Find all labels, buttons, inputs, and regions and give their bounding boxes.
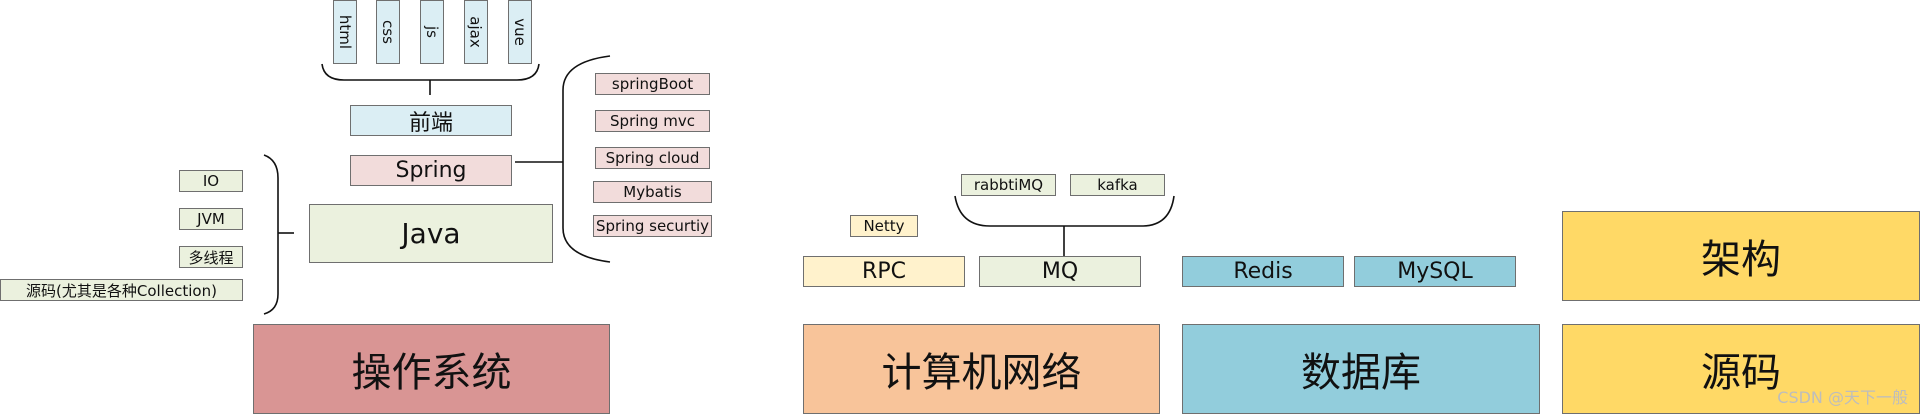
spring-brace [562, 55, 611, 263]
java-item-jvm: JVM [179, 208, 243, 230]
database-box: 数据库 [1182, 324, 1540, 414]
spring-item-spring-security: Spring securtiy [593, 215, 712, 237]
netty-box: Netty [850, 215, 918, 237]
rpc-box: RPC [803, 256, 965, 287]
spring-item-spring-mvc: Spring mvc [595, 110, 710, 132]
mq-item-rabbitmq: rabbtiMQ [961, 174, 1056, 196]
redis-box: Redis [1182, 256, 1344, 287]
mysql-box: MySQL [1354, 256, 1516, 287]
java-item-multithreading: 多线程 [179, 246, 243, 268]
mq-item-kafka: kafka [1070, 174, 1165, 196]
spring-item-spring-cloud: Spring cloud [595, 147, 710, 169]
frontend-brace [321, 63, 540, 81]
java-brace [263, 154, 279, 315]
frontend-item-js: js [420, 0, 444, 64]
frontend-item-ajax: ajax [464, 0, 488, 64]
frontend-box: 前端 [350, 105, 512, 136]
frontend-item-vue: vue [508, 0, 532, 64]
spring-item-mybatis: Mybatis [593, 181, 712, 203]
java-item-io: IO [179, 170, 243, 192]
spring-box: Spring [350, 155, 512, 186]
frontend-item-html: html [333, 0, 357, 64]
mq-brace [954, 195, 1175, 227]
os-box: 操作系统 [253, 324, 610, 414]
java-box: Java [309, 204, 553, 263]
architecture-box: 架构 [1562, 211, 1920, 301]
network-box: 计算机网络 [803, 324, 1160, 414]
java-item-source-code: 源码(尤其是各种Collection) [0, 279, 243, 301]
source-code-box: 源码 [1562, 324, 1920, 414]
frontend-item-css: css [376, 0, 400, 64]
mq-box: MQ [979, 256, 1141, 287]
watermark: CSDN @天下一般 [1777, 388, 1908, 407]
spring-item-springboot: springBoot [595, 73, 710, 95]
